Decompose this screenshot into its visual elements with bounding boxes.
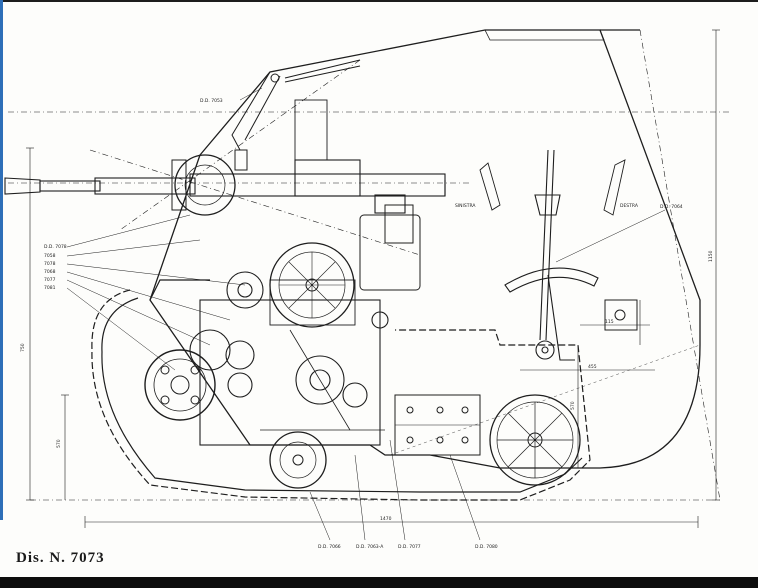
- dim-lever-horizontal: 455: [588, 364, 597, 370]
- dim-lower-left: 570: [56, 439, 62, 448]
- left-callout-5: 7077: [44, 277, 56, 283]
- top-linkage: [231, 59, 361, 151]
- callout-right-lever: D.D. 7064: [660, 204, 683, 210]
- transmission-housing: [189, 271, 389, 446]
- drawing-caption: Dis. N. 7073: [16, 550, 105, 566]
- engine-cylinder: [269, 242, 356, 328]
- left-callout-3: 7078: [44, 261, 56, 267]
- dim-mid-right: 570: [570, 401, 576, 410]
- left-callout-4: 7068: [44, 269, 56, 275]
- drive-sprocket: [144, 349, 216, 421]
- side-label-right: DESTRA: [620, 203, 639, 209]
- track: [91, 279, 591, 501]
- leader-lines: [66, 87, 666, 541]
- left-callout-2: 7058: [44, 253, 56, 259]
- frame-top-edge: [0, 0, 758, 2]
- road-wheel: [269, 431, 327, 489]
- dim-length: 1470: [380, 516, 392, 522]
- callout-bottom-4: D.D. 7080: [475, 544, 498, 550]
- left-callout-1: D.D. 7078: [44, 244, 67, 250]
- hull-outline: [149, 29, 701, 469]
- construction-lines: [8, 29, 730, 501]
- callout-bottom-1: D.D. 7066: [318, 544, 341, 550]
- pedals: [479, 159, 626, 216]
- control-box: [604, 299, 638, 331]
- suspension-box: [394, 394, 481, 456]
- callout-top-link: D.D. 7053: [200, 98, 223, 104]
- machine-gun: [4, 99, 446, 214]
- frame-bottom-edge: [0, 577, 758, 588]
- left-callout-6: 7081: [44, 285, 56, 291]
- dim-height-left: 750: [20, 343, 26, 352]
- dimension-lines: [26, 29, 720, 528]
- callout-bottom-2: D.D. 7063-A: [356, 544, 384, 550]
- dim-lever-small: 115: [605, 319, 614, 325]
- idler-wheel: [489, 394, 581, 486]
- ball-mount: [171, 149, 248, 216]
- dim-height-right: 1150: [708, 250, 714, 262]
- steering-lever: [504, 149, 599, 361]
- fuel-tank: [359, 204, 421, 291]
- side-label-left: SINISTRA: [455, 203, 476, 209]
- frame-left-edge: [0, 0, 3, 520]
- callout-bottom-3: D.D. 7077: [398, 544, 421, 550]
